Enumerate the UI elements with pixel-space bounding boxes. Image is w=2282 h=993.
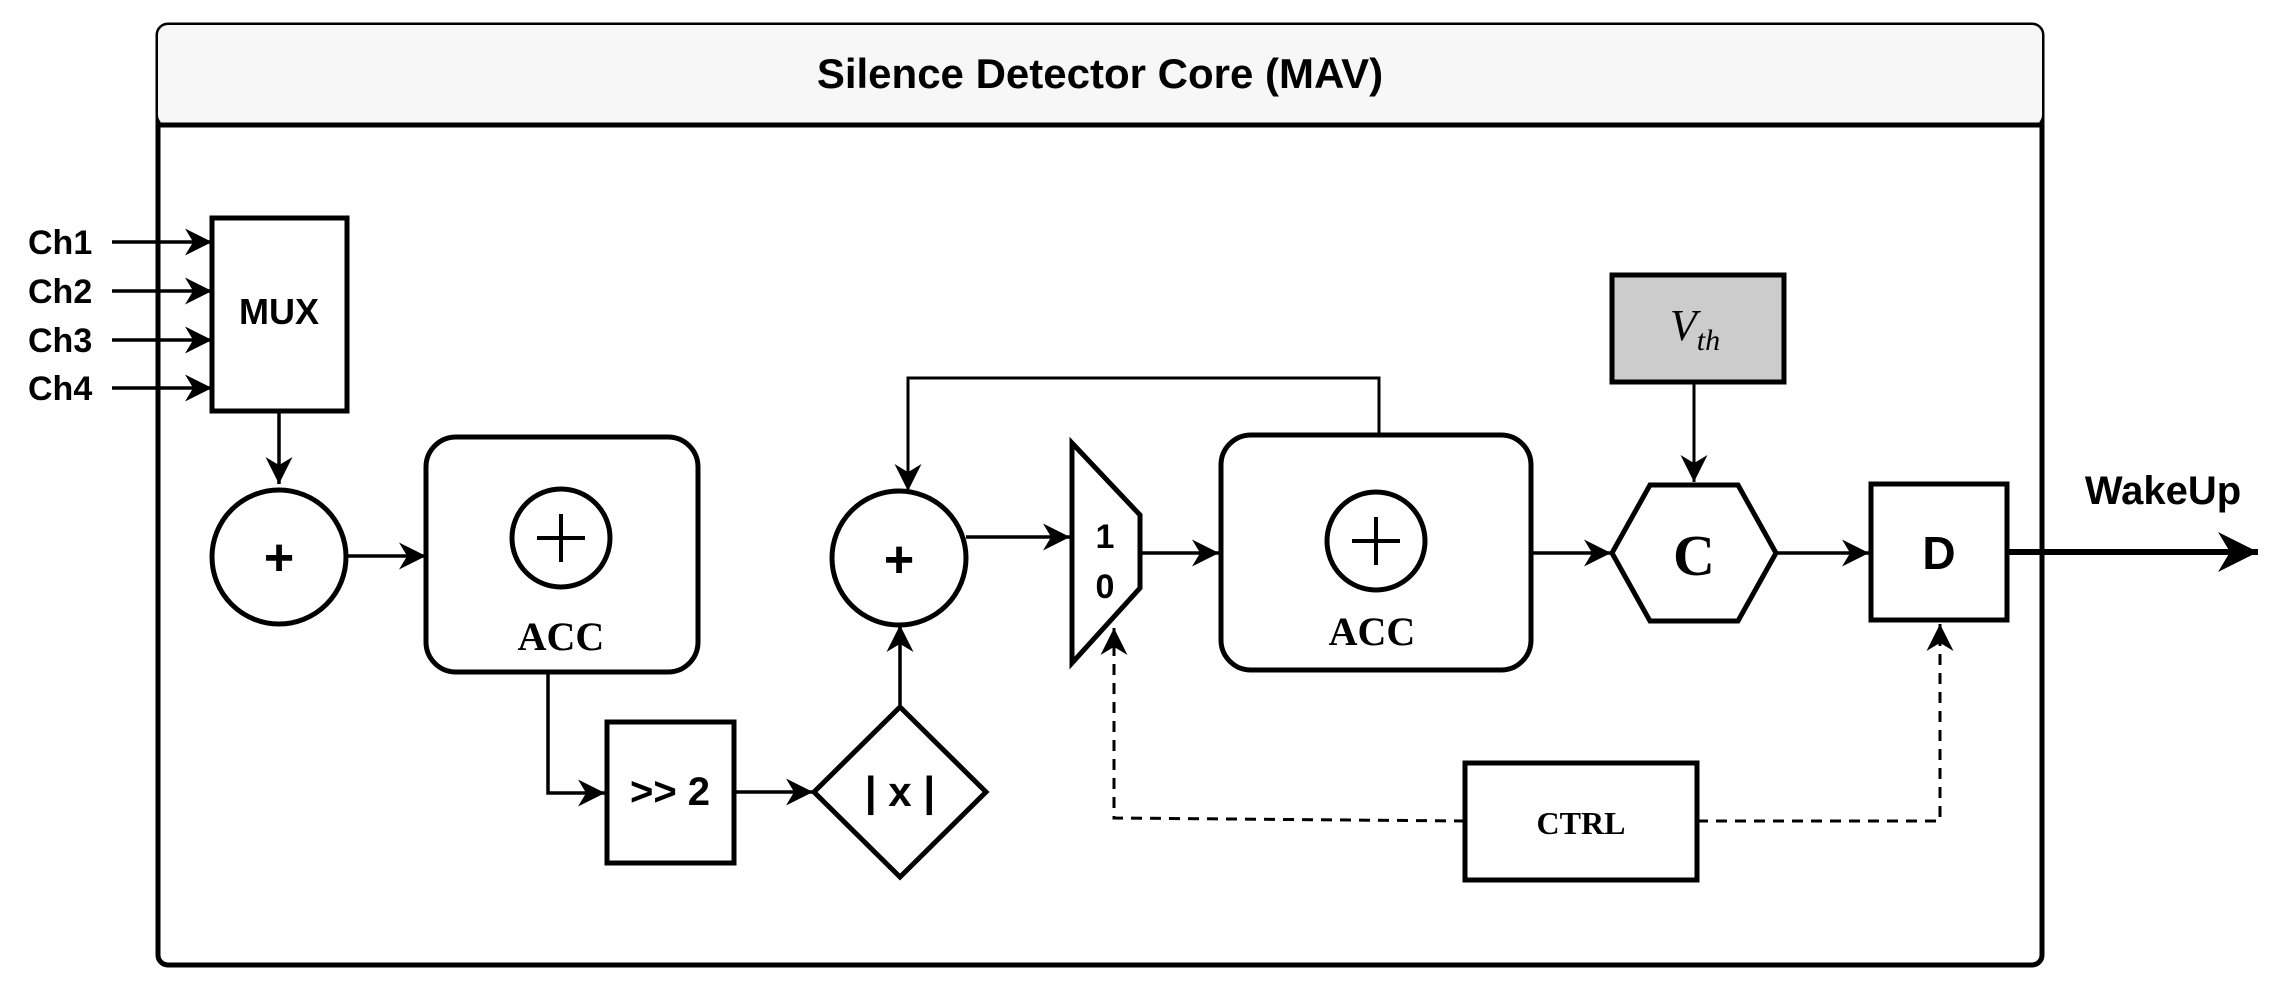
input-label-ch2: Ch2 [28, 273, 92, 311]
adder-2: + [829, 488, 969, 628]
dff-label: D [1922, 527, 1955, 579]
shift-label: >> 2 [630, 770, 710, 814]
dff-block: D [1868, 481, 2010, 623]
shift-block: >> 2 [604, 719, 737, 866]
adder-1: + [209, 487, 349, 627]
wire-ctrl-to-mux-select [1100, 628, 1466, 823]
channel-inputs: Ch1 Ch2 Ch3 Ch4 [28, 224, 212, 408]
select-mux-input-0: 0 [1096, 568, 1115, 606]
select-mux-input-1: 1 [1096, 518, 1115, 556]
wire-ctrl-to-dff-clock [1697, 624, 1954, 823]
abs-label: | x | [865, 768, 935, 816]
threshold-label: V [1670, 301, 1702, 350]
wire-feedback-loop [894, 376, 1381, 491]
diagram-title: Silence Detector Core (MAV) [817, 50, 1383, 97]
mux-label: MUX [239, 291, 319, 332]
acc-1-label: ACC [518, 614, 605, 659]
acc-2-label: ACC [1329, 609, 1416, 654]
threshold-block: Vth [1609, 272, 1787, 385]
abs-block: | x | [810, 703, 990, 881]
input-label-ch4: Ch4 [28, 370, 92, 408]
ctrl-label: CTRL [1537, 805, 1626, 841]
adder-2-sign: + [884, 531, 914, 589]
mux-block: MUX [209, 215, 350, 414]
svg-text:Vth: Vth [1670, 301, 1720, 357]
comparator-label: C [1673, 523, 1715, 588]
output-label: WakeUp [2085, 469, 2241, 513]
adder-1-sign: + [264, 529, 294, 587]
accumulator-1: ACC [423, 434, 701, 675]
wire-acc1-to-shift [546, 672, 605, 807]
input-label-ch3: Ch3 [28, 322, 92, 360]
ctrl-block: CTRL [1462, 760, 1700, 883]
comparator-block: C [1609, 482, 1779, 624]
input-label-ch1: Ch1 [28, 224, 92, 262]
threshold-subscript: th [1697, 324, 1720, 357]
select-mux: 1 0 [1069, 436, 1143, 670]
accumulator-2: ACC [1218, 432, 1534, 673]
